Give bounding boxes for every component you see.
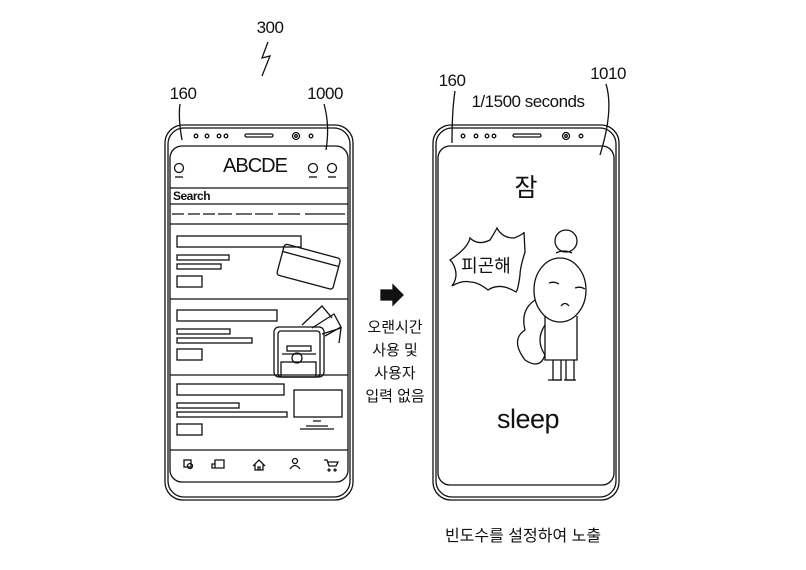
search-bar[interactable]: Search xyxy=(173,189,211,203)
word-sleep: sleep xyxy=(496,404,560,434)
ref-numeral-160-right: 160 xyxy=(438,71,466,90)
ref-1010-leader xyxy=(599,83,610,156)
speech-bubble xyxy=(448,226,526,293)
ref-numeral-1010: 1010 xyxy=(590,64,626,83)
left-phone xyxy=(164,124,354,501)
ref-160-right-leader xyxy=(451,90,456,144)
figure-caption: 빈도수를 설정하여 노출 xyxy=(444,528,602,545)
ref-300-leader xyxy=(260,41,272,77)
ref-160-left-leader xyxy=(178,103,183,141)
ref-1000-leader xyxy=(323,103,329,151)
condition-line: 입력 없음 xyxy=(365,388,425,405)
tired-character-illustration xyxy=(516,229,587,381)
app-title: ABCDE xyxy=(223,155,288,177)
speech-bubble-text: 피곤해 xyxy=(461,256,511,276)
ref-numeral-1000: 1000 xyxy=(307,84,343,103)
condition-line: 오랜시간 xyxy=(367,319,423,336)
condition-line: 사용자 xyxy=(374,365,416,382)
ref-numeral-160-left: 160 xyxy=(169,84,197,103)
transition-condition-text: 오랜시간 사용 및 사용자 입력 없음 xyxy=(365,316,425,408)
right-arrow-icon xyxy=(380,283,404,307)
korean-title-sleep: 잠 xyxy=(514,174,538,202)
right-phone xyxy=(432,124,620,501)
exposure-time-label: 1/1500 seconds xyxy=(471,92,585,111)
condition-line: 사용 및 xyxy=(372,342,418,359)
ref-numeral-300: 300 xyxy=(256,18,284,37)
